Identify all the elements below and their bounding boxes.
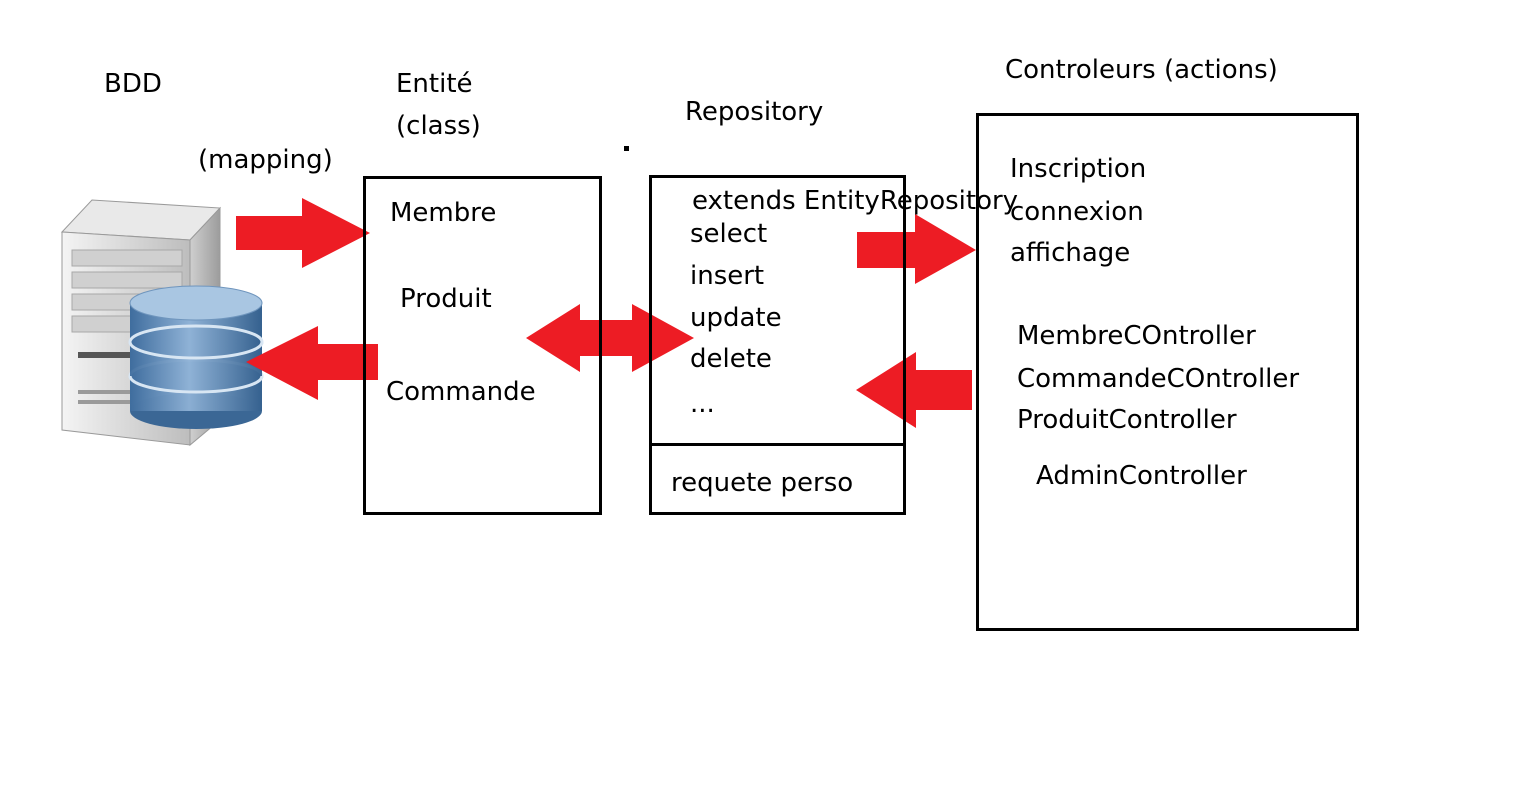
repository-method-update: update (690, 303, 782, 333)
arrow-to-database-left (246, 326, 378, 400)
arrow-entity-repository-bidirectional (526, 304, 694, 372)
repository-method-delete: delete (690, 344, 772, 374)
entity-item-produit: Produit (400, 284, 492, 314)
controller-membre: MembreCOntroller (1017, 321, 1256, 351)
repository-method-select: select (690, 219, 768, 249)
entity-item-commande: Commande (386, 377, 536, 407)
controller-produit: ProduitController (1017, 405, 1237, 435)
repository-title: Repository (685, 97, 824, 127)
entity-title-line1: Entité (396, 69, 473, 99)
controller-commande: CommandeCOntroller (1017, 364, 1300, 394)
database-server-icon (60, 199, 264, 447)
controllers-title: Controleurs (actions) (1005, 55, 1278, 85)
repository-method-ellipsis: ... (690, 389, 715, 419)
entity-box (363, 176, 602, 515)
arrow-controllers-to-repository (856, 352, 972, 428)
arrow-repository-to-controllers (857, 214, 976, 284)
entity-item-membre: Membre (390, 198, 497, 228)
controllers-box (976, 113, 1359, 631)
stray-dot (624, 146, 629, 151)
controller-admin: AdminController (1036, 461, 1247, 491)
repository-custom-query: requete perso (671, 468, 854, 498)
repository-method-insert: insert (690, 261, 765, 291)
arrow-mapping-right (236, 198, 370, 268)
bdd-label: BDD (104, 69, 162, 99)
entity-title-line2: (class) (396, 111, 481, 141)
action-affichage: affichage (1010, 238, 1131, 268)
repository-divider (649, 443, 906, 446)
mapping-label: (mapping) (198, 145, 333, 175)
action-connexion: connexion (1010, 197, 1144, 227)
action-inscription: Inscription (1010, 154, 1147, 184)
repository-box (649, 175, 906, 515)
repository-extends: extends EntityRepository (692, 186, 1019, 216)
